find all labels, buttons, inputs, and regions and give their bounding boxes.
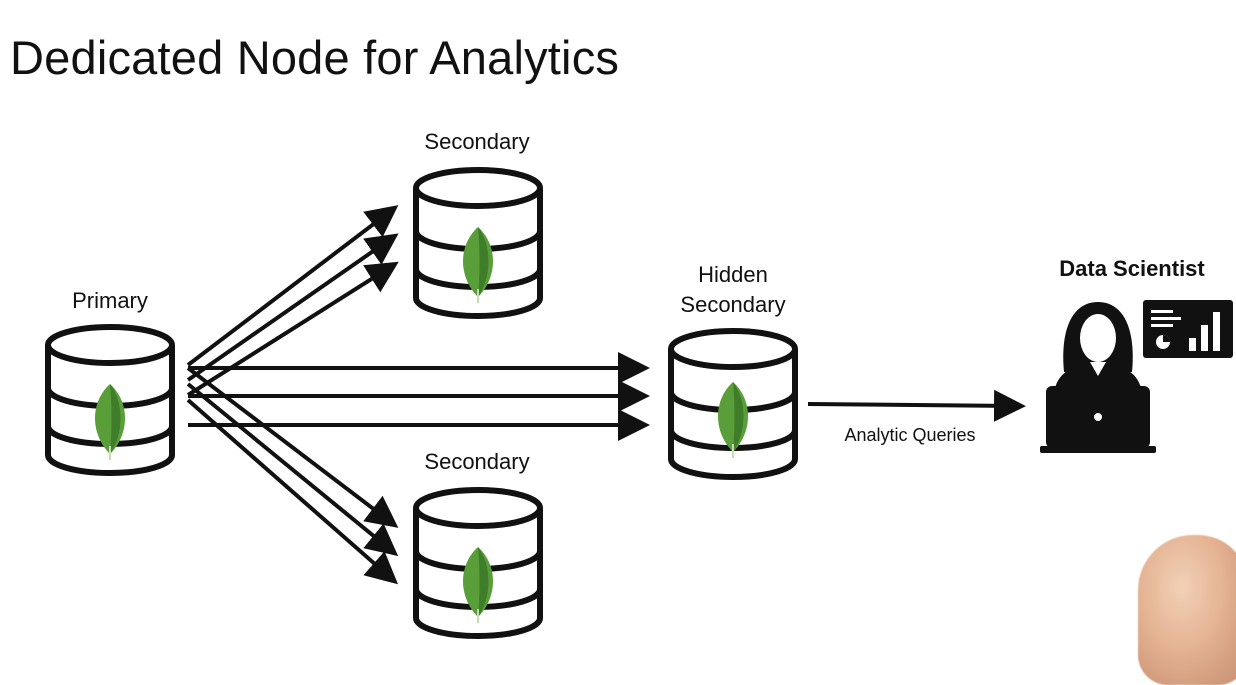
diagram-canvas [0, 0, 1233, 671]
hidden-secondary-label-line2: Secondary [680, 292, 786, 317]
arrow-hidden-to-data-scientist [807, 389, 1026, 422]
data-scientist-icon [1040, 302, 1156, 453]
dashboard-icon [1143, 300, 1233, 358]
secondary-bottom-label: Secondary [424, 449, 530, 474]
presenter-finger [1138, 535, 1236, 685]
arrows-primary-to-secondary-bottom [186, 366, 399, 585]
data-scientist-label: Data Scientist [1059, 256, 1205, 281]
primary-label: Primary [72, 288, 148, 313]
secondary-top-label: Secondary [424, 129, 530, 154]
primary-database-icon [48, 327, 172, 473]
secondary-top-database-icon [416, 170, 540, 316]
analytic-queries-label: Analytic Queries [844, 425, 976, 445]
arrows-primary-to-secondary-top [186, 205, 399, 397]
hidden-secondary-label-line1: Hidden [698, 262, 768, 287]
arrows-primary-to-hidden-secondary [188, 352, 650, 441]
hidden-secondary-database-icon [671, 331, 795, 477]
page-title: Dedicated Node for Analytics [10, 31, 620, 84]
secondary-bottom-database-icon [416, 490, 540, 636]
